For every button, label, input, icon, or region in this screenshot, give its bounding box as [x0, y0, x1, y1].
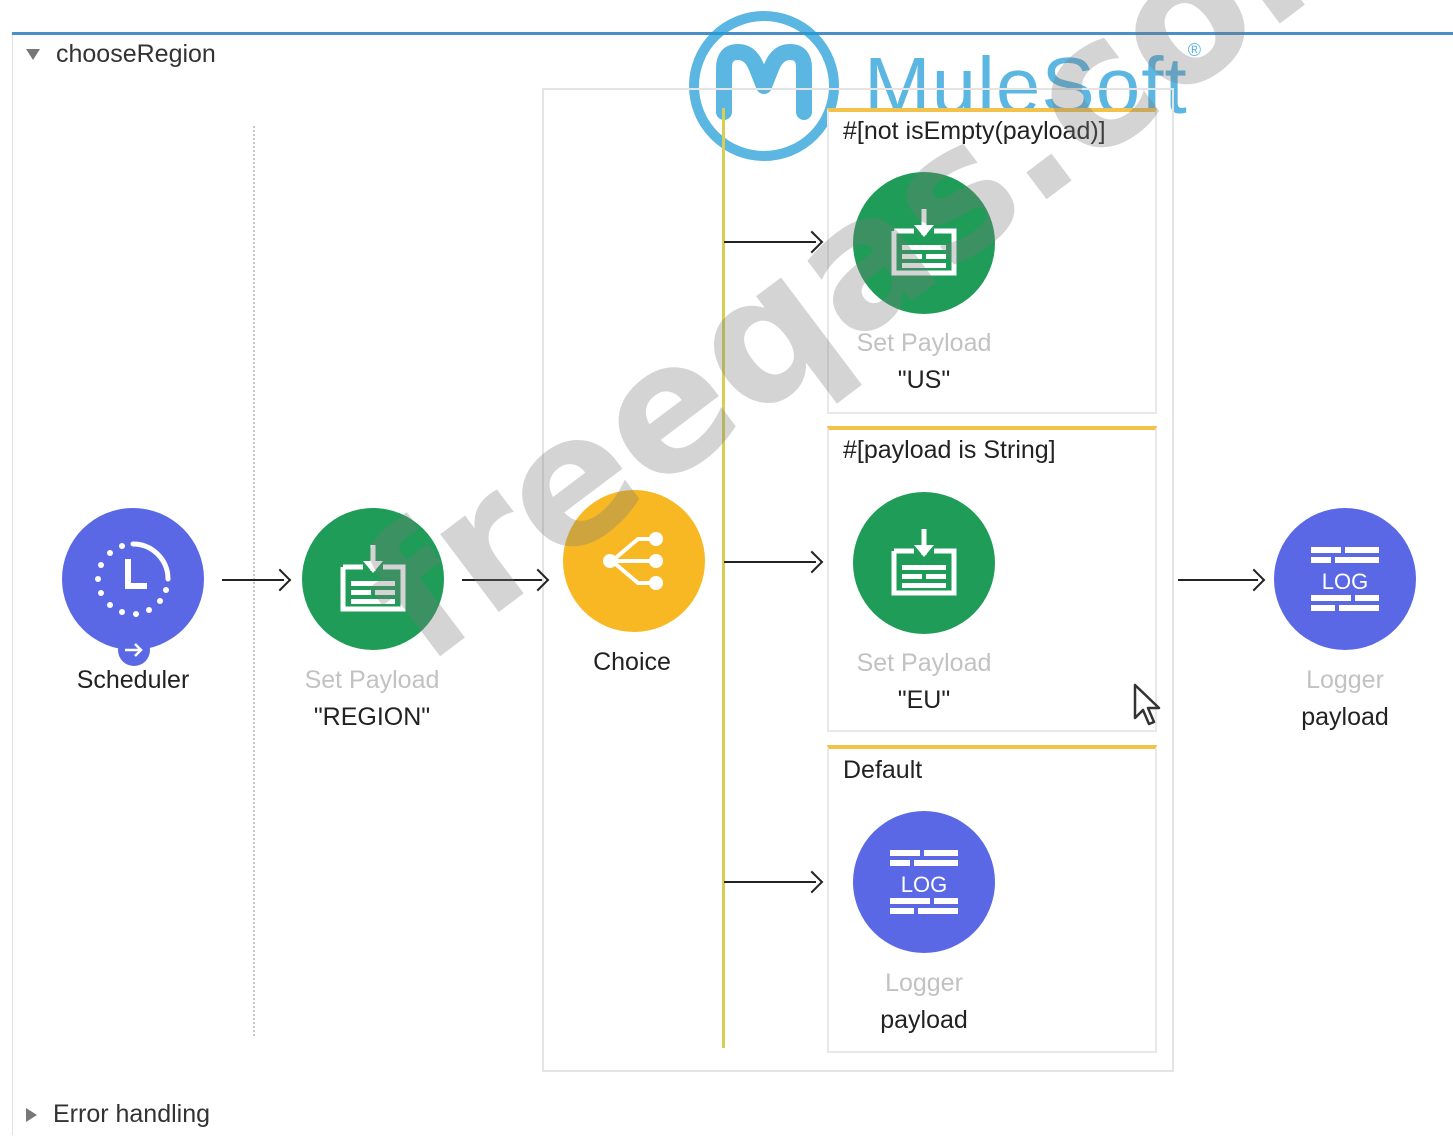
- choice-label: Choice: [593, 648, 671, 676]
- log-icon: LOG: [1311, 547, 1379, 611]
- logger-end-node[interactable]: LOG: [1274, 508, 1416, 650]
- log-icon-text: LOG: [901, 872, 947, 897]
- error-handling-label: Error handling: [53, 1100, 211, 1128]
- route-condition-1: #[not isEmpty(payload)]: [843, 117, 1106, 145]
- arrow-right-icon: [125, 643, 143, 657]
- set-payload-icon: [891, 529, 957, 596]
- route-condition-2: #[payload is String]: [843, 436, 1056, 464]
- arrow-setpayload-to-choice: [462, 568, 550, 592]
- choice-scope-box[interactable]: [542, 88, 1174, 1072]
- logger-default-type: Logger: [885, 969, 963, 997]
- route-condition-default: Default: [843, 756, 923, 784]
- set-payload-us-node[interactable]: [853, 172, 995, 314]
- flow-name: chooseRegion: [56, 40, 216, 68]
- arrow-route-2: [724, 550, 824, 574]
- set-payload-icon: [891, 209, 957, 276]
- choice-node[interactable]: [563, 490, 705, 632]
- expand-triangle-icon[interactable]: [26, 1107, 37, 1122]
- collapse-triangle-icon[interactable]: [26, 49, 40, 60]
- set-payload-us-type: Set Payload: [856, 329, 992, 357]
- choice-route-spine: [722, 108, 725, 1048]
- set-payload-eu-type: Set Payload: [856, 649, 992, 677]
- mouse-cursor-icon: [1133, 683, 1161, 726]
- log-icon-text: LOG: [1322, 569, 1368, 594]
- scheduler-node[interactable]: [62, 508, 204, 650]
- arrow-scheduler-to-setpayload: [222, 568, 292, 592]
- log-icon: LOG: [890, 850, 958, 914]
- choice-router-icon: [603, 532, 663, 590]
- flow-top-rule: [12, 32, 1453, 35]
- flow-header[interactable]: chooseRegion: [26, 40, 216, 69]
- set-payload-region-value: "REGION": [313, 703, 431, 731]
- flow-left-rule: [12, 35, 13, 1135]
- set-payload-eu-node[interactable]: [853, 492, 995, 634]
- arrow-route-1: [724, 230, 824, 254]
- scheduler-label: Scheduler: [76, 666, 190, 694]
- logger-default-node[interactable]: LOG: [853, 811, 995, 953]
- logo-registered-mark: ®: [1187, 40, 1202, 60]
- arrow-choice-to-logger: [1178, 568, 1266, 592]
- set-payload-icon: [340, 545, 406, 612]
- source-divider: [253, 126, 255, 1036]
- scheduler-source-badge: [118, 634, 150, 666]
- arrow-route-default: [724, 870, 824, 894]
- set-payload-region-type: Set Payload: [304, 666, 440, 694]
- set-payload-eu-value: "EU": [897, 686, 951, 714]
- mulesoft-m-icon: [689, 11, 839, 161]
- logger-default-value: payload: [880, 1006, 968, 1034]
- set-payload-region-node[interactable]: [302, 508, 444, 650]
- clock-icon: [95, 541, 171, 617]
- set-payload-us-value: "US": [897, 366, 951, 394]
- logger-end-type: Logger: [1306, 666, 1384, 694]
- error-handling-header[interactable]: Error handling: [26, 1100, 210, 1129]
- logger-end-value: payload: [1301, 703, 1389, 731]
